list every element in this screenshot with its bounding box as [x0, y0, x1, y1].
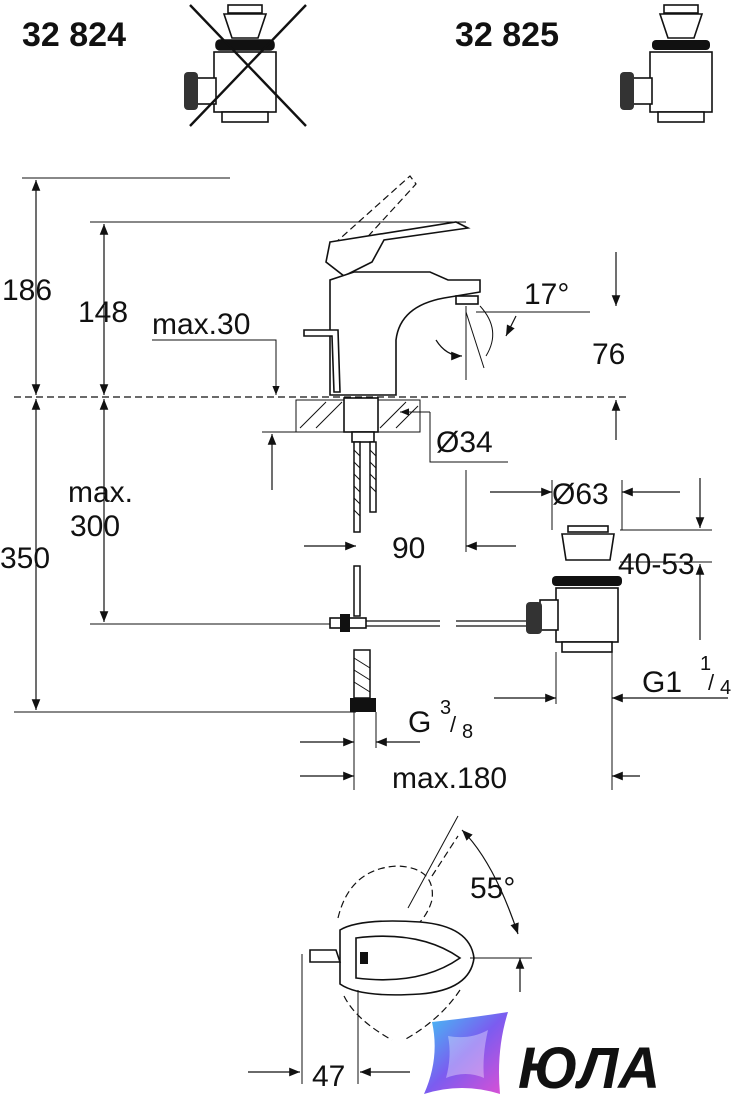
- dim-dia63: Ø63: [552, 478, 609, 511]
- dim-g38-den: 8: [462, 721, 473, 743]
- dim-line-angle55: [461, 829, 519, 935]
- dim-186: 186: [2, 274, 52, 307]
- dim-40-53: 40-53: [618, 548, 695, 581]
- dim-90: 90: [392, 532, 425, 565]
- dim-line-max30: [152, 339, 280, 395]
- dim-g38-num: 3: [440, 697, 451, 719]
- dim-g114-num: 1: [700, 653, 711, 675]
- dim-max300-line1: max.: [68, 476, 133, 509]
- waste-valve-crossed-out: [184, 4, 307, 127]
- dim-angle17: 17°: [524, 278, 569, 311]
- cross-line-2: [189, 4, 307, 127]
- yula-logo: ЮЛА: [424, 1012, 660, 1100]
- pop-up-linkage: [329, 565, 530, 712]
- yula-logo-mark: [424, 1012, 508, 1094]
- dim-max30: max.30: [152, 308, 250, 341]
- dim-g38-main: G: [408, 706, 431, 739]
- counter-section: [262, 397, 421, 533]
- dim-g114-slash: /: [708, 670, 715, 695]
- dim-350: 350: [0, 542, 50, 575]
- dim-g114-den: 4: [720, 677, 731, 699]
- faucet-top-view: [301, 815, 475, 1084]
- dim-max180: max.180: [392, 762, 507, 795]
- model-number-left: 32 824: [22, 16, 126, 54]
- dim-g114-main: G1: [642, 666, 682, 699]
- dim-g38-slash: /: [450, 712, 457, 737]
- dim-47: 47: [312, 1060, 345, 1093]
- waste-valve-side-view: [526, 525, 622, 653]
- dim-angle55: 55°: [470, 872, 515, 905]
- dim-76: 76: [592, 338, 625, 371]
- dim-148: 148: [78, 296, 128, 329]
- model-number-right: 32 825: [455, 16, 559, 54]
- yula-logo-text: ЮЛА: [518, 1036, 660, 1100]
- dim-max300-line2: 300: [70, 510, 120, 543]
- faucet-side-view: [303, 175, 481, 396]
- dim-dia34: Ø34: [436, 426, 493, 459]
- waste-valve-icon: [620, 4, 713, 123]
